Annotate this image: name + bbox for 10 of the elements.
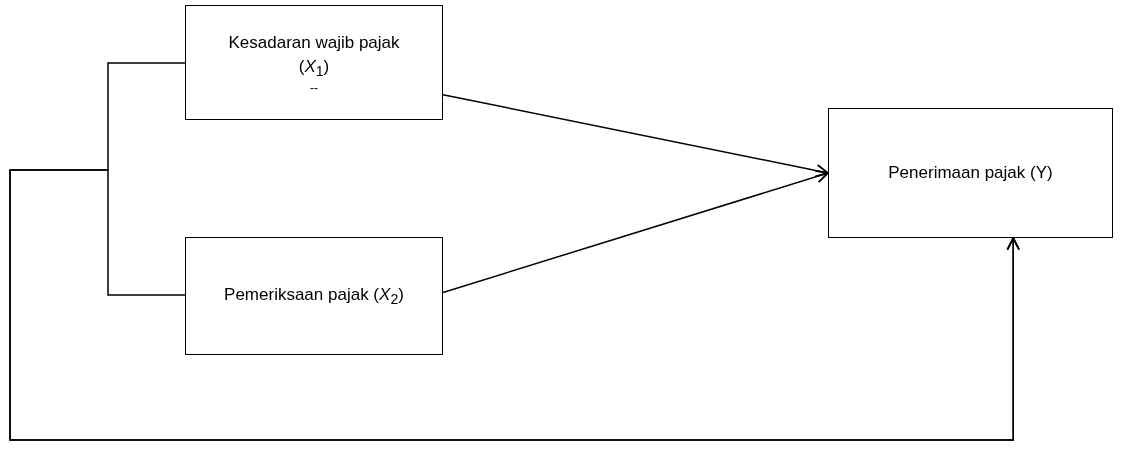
dash-mark: --	[310, 82, 318, 95]
arrow	[9, 169, 1020, 441]
arrow	[442, 170, 829, 294]
box-label: Pemeriksaan pajak (X$_{2}$)	[224, 283, 404, 309]
arrow	[442, 93, 829, 178]
variable-box	[185, 5, 443, 120]
box-label: Kesadaran wajib pajak (X$_{1}$)	[227, 31, 401, 82]
box-label: Penerimaan pajak (Y)	[888, 161, 1053, 184]
variable-box	[185, 237, 443, 355]
variable-box	[828, 108, 1113, 238]
